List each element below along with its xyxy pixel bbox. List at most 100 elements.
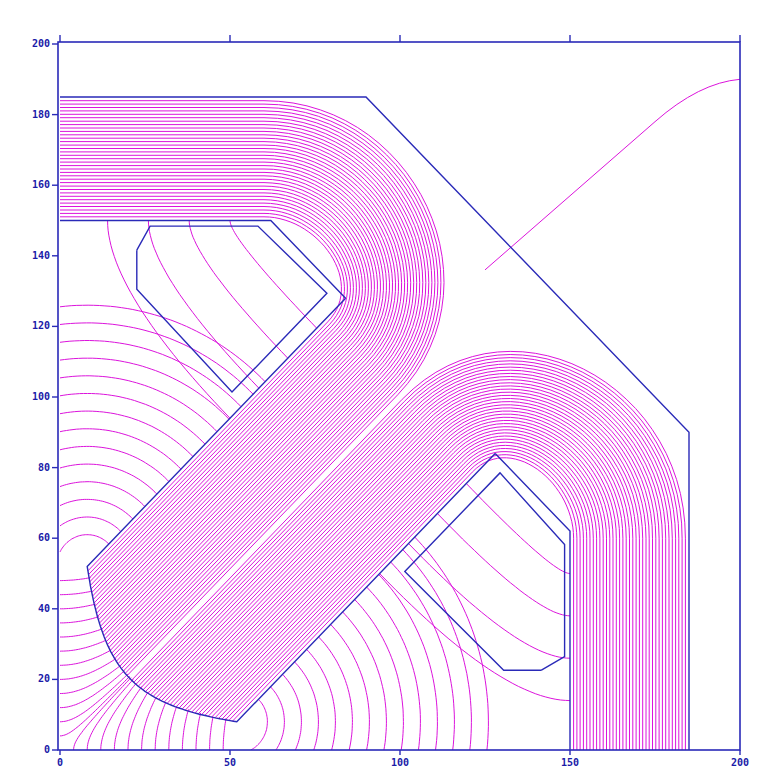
flux-line bbox=[208, 436, 596, 750]
flux-line bbox=[87, 679, 133, 750]
axis-tick-label: 40 bbox=[38, 603, 50, 615]
flux-line bbox=[141, 364, 673, 750]
flux-line bbox=[169, 706, 177, 750]
tick-mark bbox=[52, 679, 58, 680]
flux-line bbox=[132, 351, 686, 750]
flux-line bbox=[60, 131, 417, 653]
flux-line bbox=[60, 108, 438, 672]
coil-outline bbox=[137, 226, 327, 392]
flux-line bbox=[143, 367, 669, 750]
flux-line bbox=[60, 193, 362, 596]
flux-line bbox=[60, 591, 92, 595]
flux-line bbox=[60, 186, 368, 603]
flux-line bbox=[198, 427, 606, 750]
flux-line bbox=[409, 544, 571, 659]
flux-line bbox=[156, 383, 653, 750]
flux-line bbox=[367, 587, 421, 750]
tick-mark bbox=[399, 750, 400, 755]
flux-line bbox=[155, 702, 166, 750]
tick-mark bbox=[229, 35, 230, 42]
flux-line bbox=[485, 79, 740, 270]
flux-line bbox=[60, 535, 109, 552]
flux-line bbox=[391, 562, 455, 750]
flux-line bbox=[202, 430, 604, 750]
flux-line bbox=[60, 674, 128, 722]
tick-mark bbox=[52, 608, 58, 609]
tick-mark bbox=[52, 538, 58, 539]
flux-line bbox=[219, 445, 587, 750]
axis-tick-label: 200 bbox=[32, 38, 50, 50]
tick-mark bbox=[52, 114, 58, 115]
axis-tick-label: 0 bbox=[44, 744, 50, 756]
axis-tick-label: 120 bbox=[32, 320, 50, 332]
flux-line bbox=[230, 221, 317, 329]
tick-mark bbox=[52, 467, 58, 468]
tick-mark bbox=[59, 750, 60, 755]
yoke-outer-edge bbox=[60, 97, 689, 750]
flux-line bbox=[379, 575, 438, 751]
tick-mark bbox=[569, 750, 570, 755]
axis-tick-label: 60 bbox=[38, 532, 50, 544]
flux-line bbox=[60, 517, 121, 532]
tick-mark bbox=[739, 35, 740, 42]
axis-tick-label: 200 bbox=[731, 757, 749, 769]
flux-line bbox=[176, 405, 630, 750]
flux-line bbox=[60, 446, 169, 481]
flux-line bbox=[108, 221, 230, 419]
flux-line bbox=[60, 142, 408, 645]
flux-line bbox=[60, 394, 205, 445]
flux-line bbox=[146, 370, 666, 750]
flux-line bbox=[60, 159, 393, 630]
tick-mark bbox=[52, 255, 58, 256]
flux-line bbox=[60, 135, 414, 651]
axis-tick-label: 140 bbox=[32, 250, 50, 262]
flux-line bbox=[136, 358, 679, 750]
flux-line bbox=[153, 380, 656, 750]
flux-line bbox=[60, 358, 229, 419]
flux-line bbox=[134, 355, 682, 751]
flux-line bbox=[60, 482, 145, 507]
flux-line bbox=[380, 574, 570, 701]
magnet-outline bbox=[60, 97, 689, 750]
flux-line bbox=[196, 713, 201, 750]
axis-tick-label: 0 bbox=[57, 757, 63, 769]
flux-line bbox=[223, 718, 226, 750]
flux-line bbox=[307, 649, 336, 750]
flux-line bbox=[161, 389, 646, 750]
tick-mark bbox=[52, 396, 58, 397]
flux-line bbox=[60, 640, 106, 651]
flux-line bbox=[60, 629, 103, 637]
pole-outline bbox=[87, 298, 495, 722]
flux-line bbox=[60, 104, 441, 673]
flux-line bbox=[271, 687, 285, 750]
flux-line bbox=[210, 717, 213, 751]
flux-line bbox=[60, 121, 426, 661]
flux-line bbox=[148, 221, 259, 389]
axis-tick-label: 100 bbox=[32, 391, 50, 403]
axis-tick-label: 150 bbox=[561, 757, 579, 769]
flux-line bbox=[60, 604, 96, 609]
flux-line bbox=[283, 674, 302, 750]
flux-line bbox=[60, 111, 435, 669]
tick-mark bbox=[52, 749, 58, 750]
flux-line bbox=[60, 659, 116, 680]
tick-mark bbox=[52, 184, 58, 185]
flux-line bbox=[128, 692, 148, 750]
tick-mark bbox=[569, 35, 570, 42]
yoke-inner-edge bbox=[495, 454, 570, 751]
flux-line bbox=[319, 637, 353, 750]
flux-line bbox=[295, 662, 319, 750]
flux-line bbox=[60, 118, 429, 664]
flux-line bbox=[60, 464, 157, 494]
plot-frame bbox=[58, 42, 740, 750]
tick-mark bbox=[52, 326, 58, 327]
flux-line bbox=[60, 152, 399, 636]
flux-line bbox=[170, 399, 636, 751]
flux-line bbox=[60, 429, 181, 469]
flux-line bbox=[331, 624, 370, 750]
flux-line bbox=[60, 101, 444, 676]
flux-line bbox=[60, 650, 111, 665]
axis-tick-label: 180 bbox=[32, 109, 50, 121]
flux-line bbox=[138, 361, 675, 750]
